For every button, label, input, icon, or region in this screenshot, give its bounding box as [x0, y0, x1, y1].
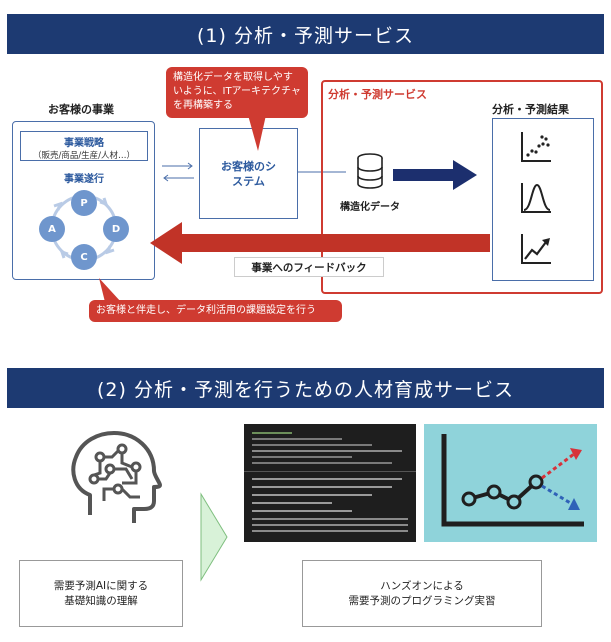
customer-system-box: お客様のシステム: [199, 128, 298, 219]
hands-on-box: ハンズオンによる 需要予測のプログラミング実習: [302, 560, 542, 627]
customer-business-heading: お客様の事業: [48, 103, 114, 116]
feedback-arrow-icon: [150, 222, 490, 264]
code-line: [252, 530, 408, 532]
scatter-plot-icon: [521, 132, 551, 162]
ai-brain-icon: [71, 431, 162, 523]
service-panel: [321, 80, 603, 294]
section2-banner: (2) 分析・予測を行うための人材育成サービス: [7, 368, 604, 408]
trend-chart-icon: [521, 234, 551, 264]
chevron-right-icon: [200, 492, 228, 582]
database-icon: [357, 153, 383, 189]
code-line: [252, 502, 332, 504]
code-line: [252, 432, 292, 434]
callout-bottom: お客様と伴走し、データ利活用の課題設定を行う: [89, 300, 342, 322]
results-heading: 分析・予測結果: [492, 103, 569, 116]
structured-data-label: 構造化データ: [340, 202, 400, 213]
cycle-node-p: P: [71, 190, 97, 216]
code-line: [252, 518, 408, 520]
code-line: [252, 494, 372, 496]
cycle-node-a: A: [39, 216, 65, 242]
strategy-sub: （販売/商品/生産/人材…）: [32, 151, 136, 161]
code-line: [252, 450, 402, 452]
section1-banner: (1) 分析・予測サービス: [7, 14, 604, 54]
customer-business-panel: [12, 121, 155, 280]
bell-curve-icon: [521, 183, 551, 213]
code-divider: [244, 471, 416, 472]
code-line: [252, 486, 392, 488]
customer-system-label: お客様のシステム: [221, 159, 276, 188]
training-basics-box: 需要予測AIに関する 基礎知識の理解: [19, 560, 183, 627]
callout-top-pointer: [248, 115, 266, 151]
strategy-title: 事業戦略: [64, 138, 104, 149]
strategy-box: 事業戦略 （販売/商品/生産/人材…）: [20, 131, 148, 161]
exchange-arrows: [162, 162, 194, 182]
callout-top: 構造化データを取得しやすいように、ITアーキテクチャを再構築する: [166, 67, 308, 118]
service-title: 分析・予測サービス: [328, 88, 427, 101]
right-arrow-icon: [393, 160, 477, 190]
cycle-node-c: C: [71, 244, 97, 270]
execution-title: 事業遂行: [64, 174, 104, 185]
code-line: [252, 478, 402, 480]
forecast-chart-icon: [424, 424, 597, 542]
callout-bottom-pointer: [99, 278, 121, 302]
code-screenshot: [244, 424, 416, 542]
code-line: [252, 462, 392, 464]
section2-title: (2) 分析・予測を行うための人材育成サービス: [97, 378, 514, 401]
section1-title: (1) 分析・予測サービス: [197, 24, 414, 47]
code-line: [252, 510, 352, 512]
cycle-node-d: D: [103, 216, 129, 242]
feedback-label: 事業へのフィードバック: [234, 257, 384, 277]
code-line: [252, 444, 372, 446]
code-line: [252, 456, 352, 458]
code-line: [252, 524, 408, 526]
code-line: [252, 438, 342, 440]
